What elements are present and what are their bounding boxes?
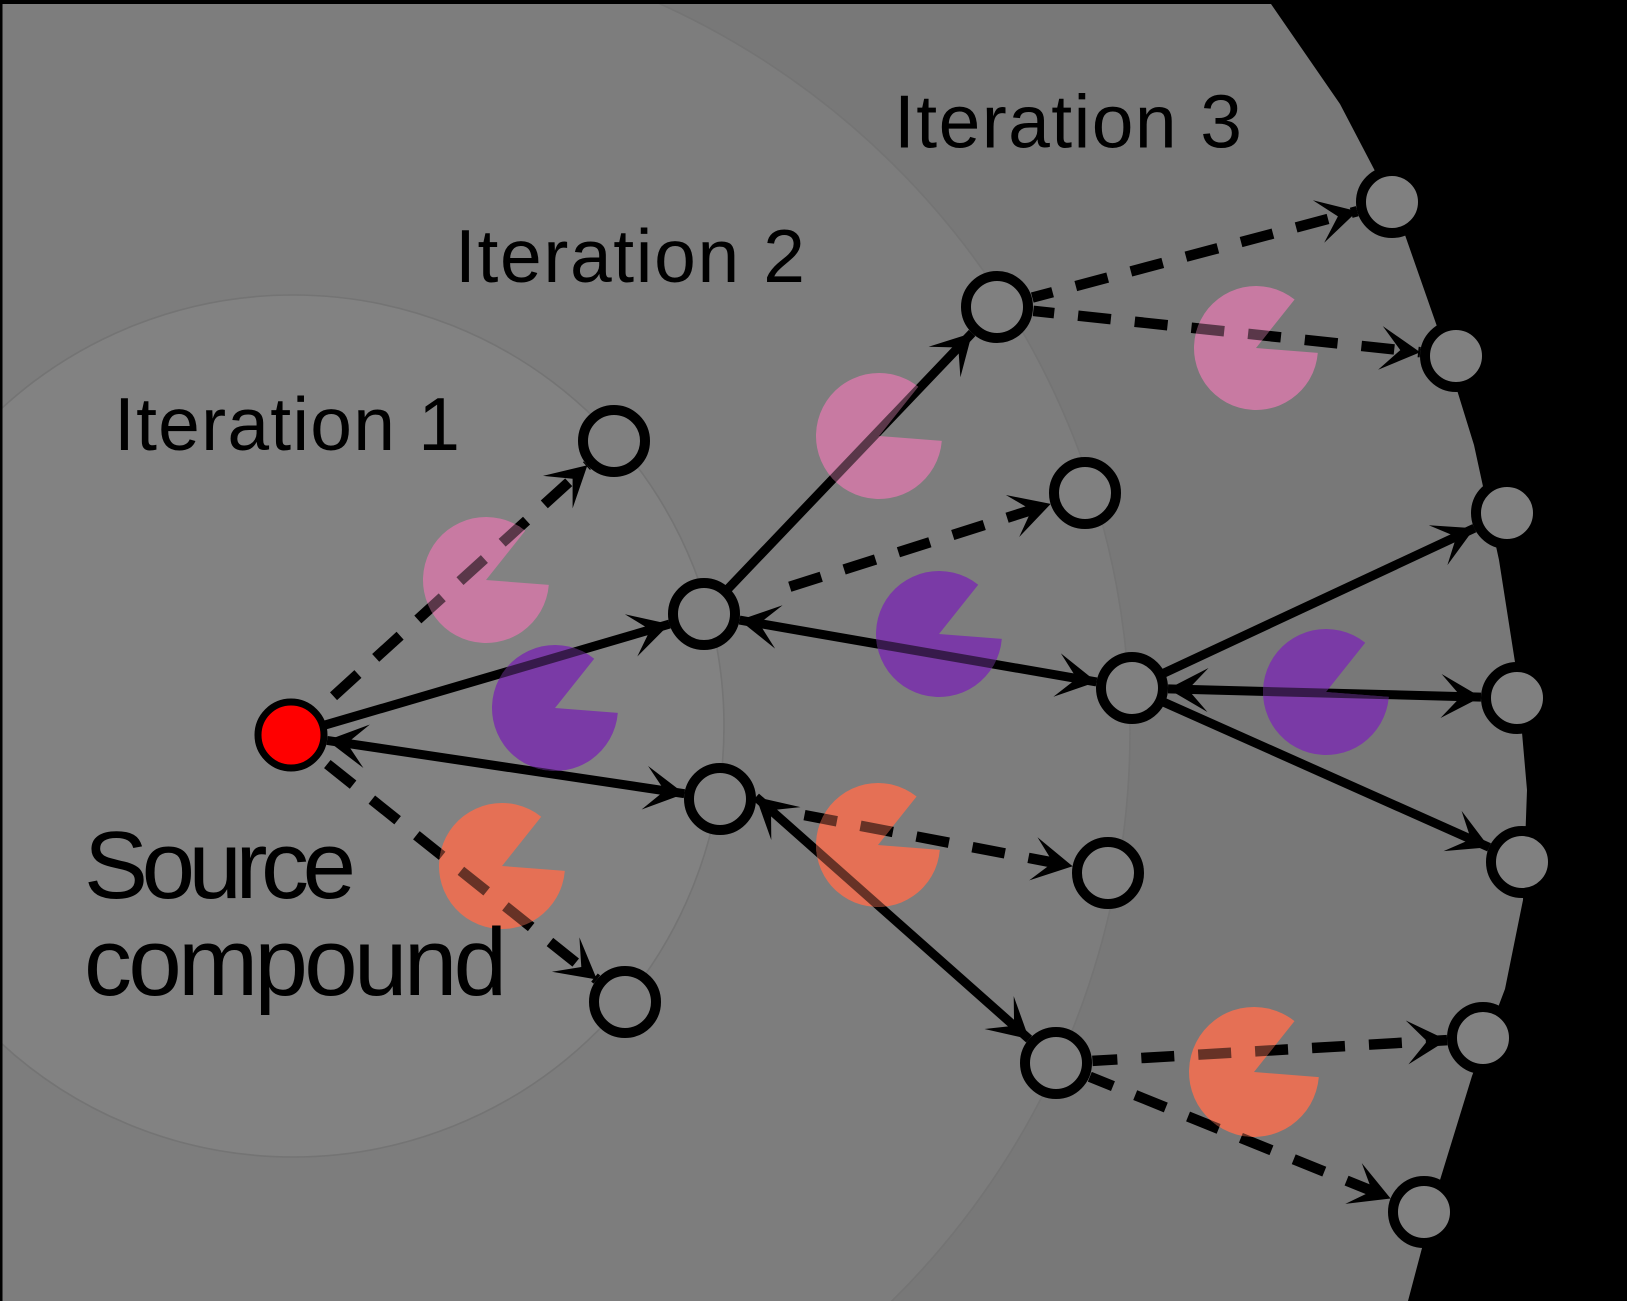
svg-text:Iteration 1: Iteration 1 [114, 382, 460, 466]
svg-text:Source: Source [84, 812, 356, 919]
svg-text:compound: compound [84, 909, 507, 1016]
svg-text:Iteration 3: Iteration 3 [894, 80, 1242, 164]
svg-text:Iteration 2: Iteration 2 [455, 214, 805, 298]
